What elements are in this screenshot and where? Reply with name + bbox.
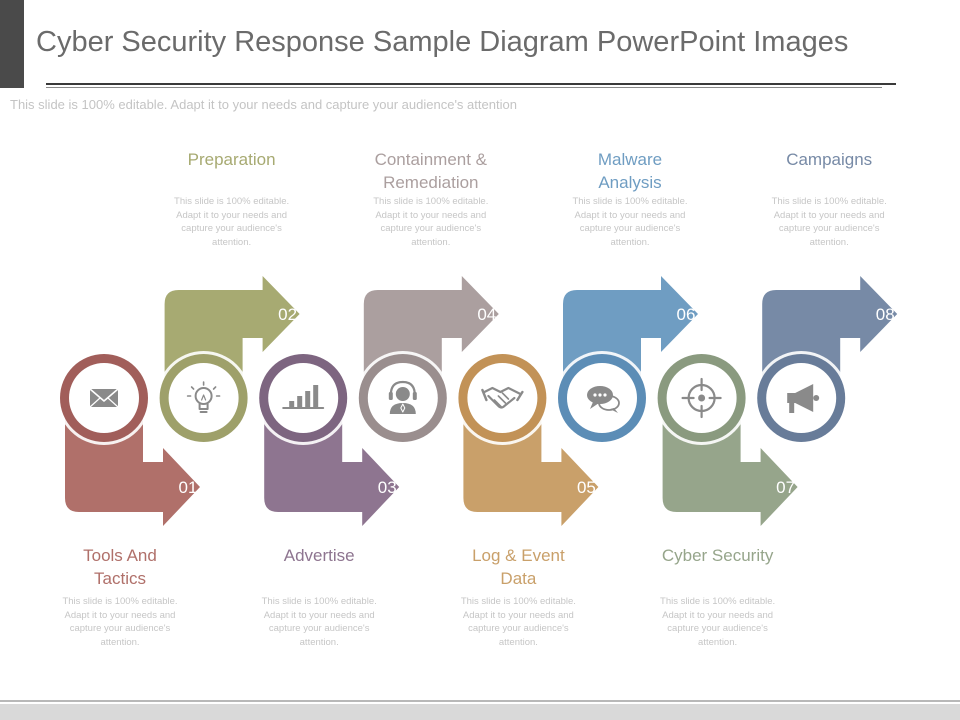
step-number-04: 04 [477,305,496,324]
title-rule-bottom [46,87,882,88]
lightbulb-icon [186,381,221,413]
step-badge-06 [555,351,649,445]
page-subtitle: This slide is 100% editable. Adapt it to… [10,97,517,112]
crosshair-icon [681,377,722,419]
headset-user-icon [388,380,417,414]
step-circle [168,363,239,433]
bar-chart-icon [282,385,325,409]
step-circle [268,363,339,433]
step-description-04: This slide is 100% editable. Adapt it to… [373,196,489,248]
step-badge-08 [754,351,849,445]
step-description-01: This slide is 100% editable. Adapt it to… [62,596,178,648]
page-title: Cyber Security Response Sample Diagram P… [36,26,849,58]
step-badge-05 [455,351,550,445]
step-number-02: 02 [278,305,297,324]
step-number-01: 01 [179,478,198,497]
step-circle [467,363,538,433]
step-description-02: This slide is 100% editable. Adapt it to… [174,196,290,248]
step-badge-01 [57,351,151,445]
step-badge-02 [156,351,251,445]
step-title-08: Campaigns [786,150,873,169]
step-badge-03 [256,351,351,445]
step-badge-07 [654,351,749,445]
step-number-06: 06 [677,305,696,324]
step-title-06: Malware Analysis [597,150,663,192]
title-rule-top [46,83,896,85]
step-title-04: Containment & Remediation [374,150,488,192]
step-number-05: 05 [577,478,596,497]
step-badge-04 [355,351,450,445]
step-description-05: This slide is 100% editable. Adapt it to… [460,596,576,648]
step-title-02: Preparation [187,150,276,169]
step-description-03: This slide is 100% editable. Adapt it to… [261,596,377,648]
icon-circles [57,351,849,445]
step-number-08: 08 [876,305,895,324]
step-title-05: Log & Event Data [472,546,565,588]
chat-bubbles-icon [587,386,620,413]
envelope-icon [89,388,119,408]
handshake-icon [481,386,524,409]
megaphone-icon [787,384,820,413]
footer-band [0,704,960,720]
step-number-03: 03 [378,478,397,497]
step-title-01: Tools And Tactics [83,546,157,588]
footer-rule [0,700,960,702]
step-title-03: Advertise [283,546,355,565]
step-title-07: Cyber Security [661,546,774,565]
step-number-07: 07 [776,478,795,497]
step-description-08: This slide is 100% editable. Adapt it to… [771,196,887,248]
title-accent-bar [0,0,24,88]
step-description-07: This slide is 100% editable. Adapt it to… [660,596,776,648]
step-description-06: This slide is 100% editable. Adapt it to… [572,196,688,248]
